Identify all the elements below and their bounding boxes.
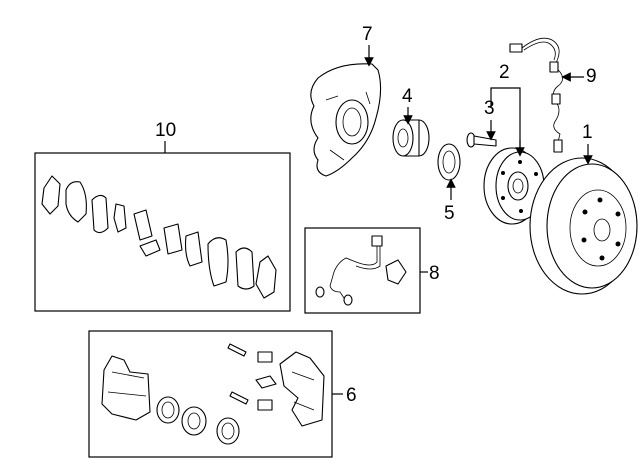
callout-7: 7 [362,24,373,45]
callout-8: 8 [429,263,440,284]
callout-9: 9 [586,66,597,87]
callout-6: 6 [346,385,357,406]
dust-shield[interactable] [310,63,382,177]
callout-5: 5 [444,203,455,224]
abs-sensor-wire[interactable] [509,37,563,153]
hub-bolt[interactable] [466,132,497,148]
callout-3: 3 [484,98,495,119]
wheel-bearing[interactable] [392,119,430,157]
callout-10: 10 [155,120,176,141]
brake-hose-kit[interactable] [304,227,421,314]
brake-pad-kit[interactable] [34,152,291,312]
brake-rotor[interactable] [529,157,638,295]
callout-2: 2 [499,62,510,83]
wheel-hub[interactable] [483,147,545,225]
callout-1: 1 [582,122,593,143]
seal-ring[interactable] [437,143,461,181]
caliper-kit[interactable] [88,330,333,458]
callout-4: 4 [402,86,413,107]
